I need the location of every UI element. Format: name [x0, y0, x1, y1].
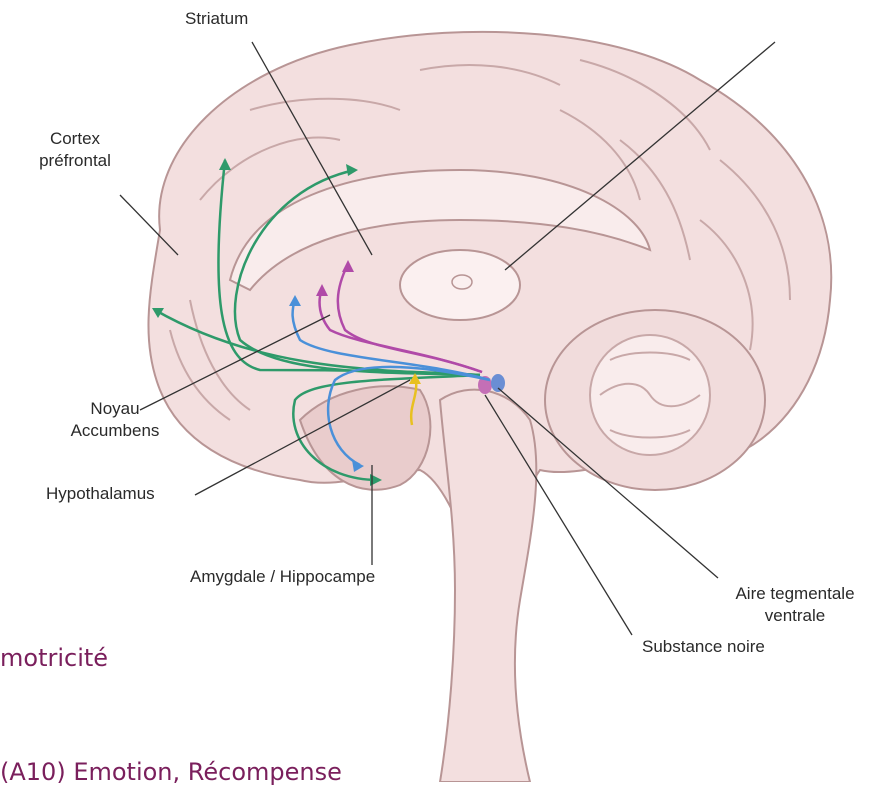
- label-aire-tegmentale: Aire tegmentale ventrale: [705, 583, 885, 627]
- label-aire-line1: Aire tegmentale: [705, 583, 885, 605]
- label-cortex-line1: Cortex: [20, 128, 130, 150]
- label-hypothalamus: Hypothalamus: [46, 483, 155, 505]
- label-aire-line2: ventrale: [705, 605, 885, 627]
- label-noyau-line1: Noyau: [40, 398, 190, 420]
- label-amygdale-hippocampe: Amygdale / Hippocampe: [190, 566, 375, 588]
- label-noyau-accumbens: Noyau Accumbens: [40, 398, 190, 442]
- label-striatum: Striatum: [185, 8, 248, 30]
- thalamus: [400, 250, 520, 320]
- brainstem: [440, 390, 536, 782]
- label-noyau-line2: Accumbens: [40, 420, 190, 442]
- label-cortex-prefrontal: Cortex préfrontal: [20, 128, 130, 172]
- slide-text-motricite: motricité: [0, 644, 108, 672]
- cerebellum: [545, 310, 765, 490]
- label-substance-noire: Substance noire: [642, 636, 765, 658]
- aire-tegmentale-nucleus: [491, 374, 505, 392]
- label-cortex-line2: préfrontal: [20, 150, 130, 172]
